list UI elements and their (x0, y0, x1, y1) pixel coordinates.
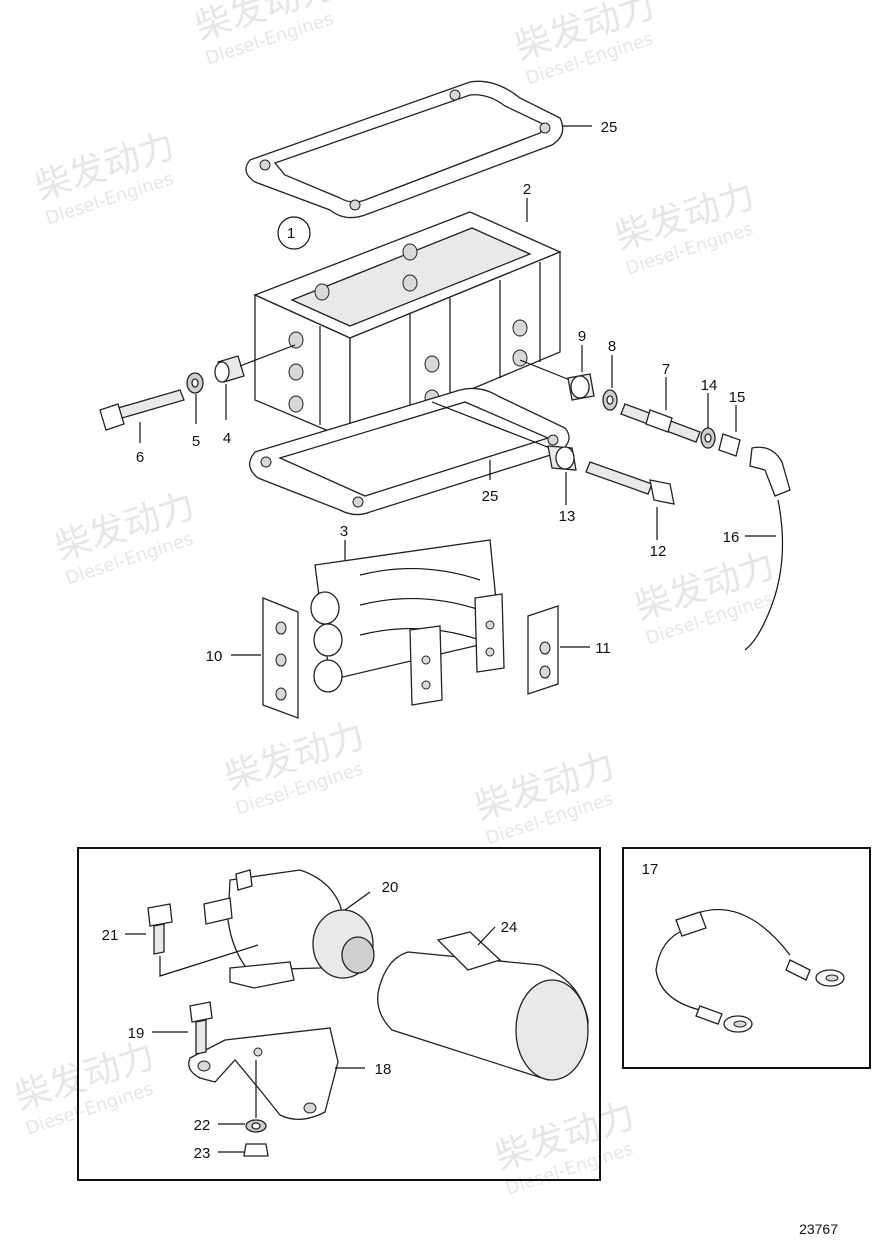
lower-bolt-assembly (431, 401, 675, 505)
left-bolt-assembly (99, 344, 296, 431)
callout-5: 5 (192, 433, 200, 450)
callout-20: 20 (382, 879, 399, 896)
callout-22: 22 (194, 1117, 211, 1134)
ground-cable-detail-frame (622, 847, 871, 1069)
callout-23: 23 (194, 1145, 211, 1162)
callout-16: 16 (723, 529, 740, 546)
callout-13: 13 (559, 508, 576, 525)
terminal-plate-10 (262, 597, 299, 719)
callout-2: 2 (523, 181, 531, 198)
right-stud-assembly (519, 359, 791, 651)
callout-12: 12 (650, 543, 667, 560)
bottom-gasket (249, 387, 570, 516)
callout-labels: 1 2 3 4 5 6 7 8 9 10 11 12 13 14 15 16 1… (102, 119, 746, 1162)
callout-17: 17 (642, 861, 659, 878)
callout-9: 9 (578, 328, 586, 345)
callout-14: 14 (701, 377, 718, 394)
callout-4: 4 (223, 430, 231, 447)
solenoid-detail-frame (77, 847, 601, 1181)
callout-21: 21 (102, 927, 119, 944)
callout-19: 19 (128, 1025, 145, 1042)
top-gasket (245, 80, 564, 219)
callout-6: 6 (136, 449, 144, 466)
relay-cluster (310, 539, 505, 706)
terminal-plate-11 (527, 605, 559, 695)
callout-15: 15 (729, 389, 746, 406)
callout-11: 11 (595, 640, 611, 657)
callout-7: 7 (662, 361, 670, 378)
callout-25-top: 25 (601, 119, 618, 136)
callout-8: 8 (608, 338, 616, 355)
leader-lines (139, 125, 776, 656)
callout-25-bottom: 25 (482, 488, 499, 505)
relay-box-housing (253, 211, 562, 441)
sheet-number: 23767 (799, 1221, 838, 1237)
callout-18: 18 (375, 1061, 392, 1078)
callout-10: 10 (206, 648, 223, 665)
callout-24: 24 (501, 919, 518, 936)
callout-3: 3 (340, 523, 348, 540)
callout-1: 1 (287, 225, 295, 242)
